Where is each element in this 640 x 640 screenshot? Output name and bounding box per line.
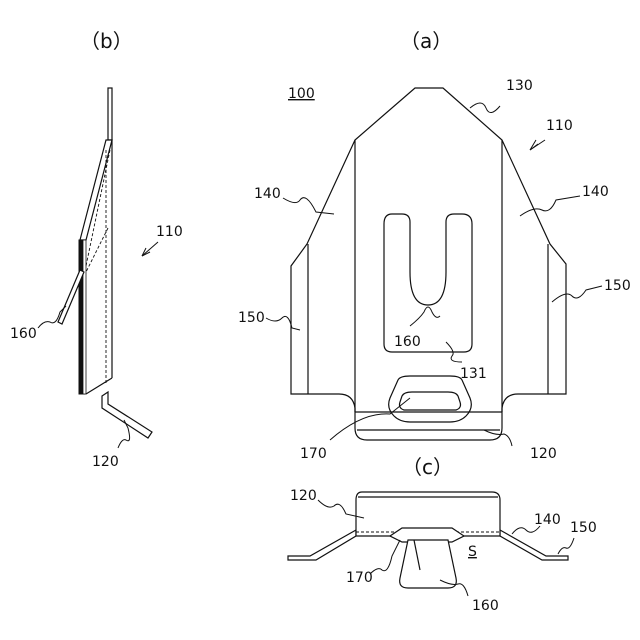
- leader-140-left: [283, 198, 334, 214]
- slot-131: [384, 214, 472, 352]
- upper-slant: [80, 140, 112, 240]
- label-S: S: [468, 544, 477, 560]
- leader-150-right: [552, 286, 602, 302]
- label-150-right: 150: [604, 278, 631, 294]
- label-140-left: 140: [254, 186, 281, 202]
- leader-170c: [370, 540, 400, 574]
- label-131: 131: [460, 366, 487, 382]
- label-130: 130: [506, 78, 533, 94]
- label-160-c: 160: [472, 598, 499, 614]
- tab-120-side: [102, 392, 152, 438]
- top-strip: [108, 88, 112, 140]
- outer-outline: [291, 88, 566, 440]
- wing-left: [288, 530, 356, 560]
- label-110-b: 110: [156, 224, 183, 240]
- leader-110b: [142, 242, 158, 256]
- label-160-b: 160: [10, 326, 37, 342]
- panel-c-heading: （c）: [402, 455, 453, 479]
- panel-c-bottom-view: 120 140 150 S 170 160: [288, 488, 597, 614]
- label-170-c: 170: [346, 570, 373, 586]
- hole-170-inner: [400, 392, 461, 410]
- label-160-a: 160: [394, 334, 421, 350]
- panel-b-heading: （b）: [80, 29, 133, 53]
- label-120-a: 120: [530, 446, 557, 462]
- leader-150-left: [266, 316, 300, 330]
- leader-160a: [410, 307, 440, 326]
- panel-b-side-view: 110 160 120: [10, 88, 183, 470]
- label-140-c: 140: [534, 512, 561, 528]
- leader-150c: [558, 538, 574, 554]
- label-120-b: 120: [92, 454, 119, 470]
- main-plate-face: [83, 240, 86, 394]
- label-110-a: 110: [546, 118, 573, 134]
- tongue-160-c: [400, 540, 457, 588]
- arrow-110a: [530, 140, 538, 150]
- panel-a-front-view: 100 130 110 140 140 150 150 160 131 170 …: [238, 78, 631, 462]
- panel-a-heading: （a）: [400, 29, 452, 53]
- label-150-left: 150: [238, 310, 265, 326]
- leader-130: [470, 103, 500, 113]
- label-120-c: 120: [290, 488, 317, 504]
- label-150-c: 150: [570, 520, 597, 536]
- label-100: 100: [288, 86, 315, 102]
- wing-right: [500, 530, 568, 560]
- label-170-a: 170: [300, 446, 327, 462]
- label-140-right: 140: [582, 184, 609, 200]
